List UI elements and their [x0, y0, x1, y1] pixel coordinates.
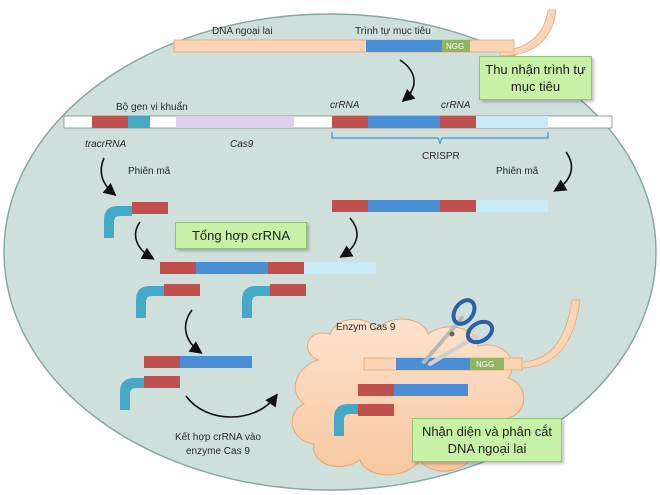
transcription-arrow-right — [553, 151, 573, 192]
ngg-segment — [442, 40, 470, 52]
guide-tracrrna-red — [358, 404, 394, 416]
tracrrna-red-4 — [144, 376, 180, 388]
acquire-arrow — [399, 59, 416, 103]
target-dna-tail — [519, 299, 581, 369]
crispr-repeat-1 — [332, 116, 368, 128]
crrna-label-1: crRNA — [330, 100, 360, 111]
enzyme-cas9-label: Enzym Cas 9 — [336, 322, 396, 333]
guide-tracrrna-hook — [334, 404, 358, 436]
ngg-label-bottom: NGG — [476, 360, 494, 369]
recognize-cleave-line1: Nhận diện và phân cắt — [421, 424, 553, 439]
crispr-spacer-1 — [368, 116, 440, 128]
ngg-label-top: NGG — [446, 42, 464, 51]
mature-arrow — [184, 309, 203, 354]
pre-crrna-repeat-1 — [332, 200, 368, 212]
pre-crrna-spacer-2 — [476, 200, 548, 212]
mature-crrna-repeat — [144, 356, 180, 368]
cas9-gene — [176, 116, 294, 128]
acquire-target-line1: Thu nhận trình tự — [485, 62, 586, 77]
tracrrna-label: tracrRNA — [85, 139, 126, 150]
tracrrna-hook-2 — [136, 286, 164, 318]
tracrrna-hook-3 — [242, 286, 270, 318]
combined-repeat-2 — [268, 262, 304, 274]
cas9-combine-arrow — [185, 393, 278, 418]
crispr-spacer-2 — [476, 116, 548, 128]
combined-repeat-1 — [160, 262, 196, 274]
combine-label-line2: enzyme Cas 9 — [186, 446, 250, 457]
recognize-cleave-line2: DNA ngoại lai — [447, 441, 527, 456]
crispr-repeat-2 — [440, 116, 476, 128]
combine-label-line1: Kết hợp crRNA vào — [175, 431, 261, 443]
acquire-target-box: Thu nhận trình tự mục tiêu — [479, 56, 592, 100]
transcription-label-left: Phiên mã — [128, 166, 171, 177]
combined-spacer-2 — [304, 262, 376, 274]
tracrrna-red-2 — [164, 284, 200, 296]
foreign-dna-label: DNA ngoại lai — [212, 26, 273, 37]
crispr-brace — [331, 132, 549, 145]
tracrrna-gene-teal — [128, 116, 150, 128]
acquire-target-line2: mục tiêu — [510, 79, 561, 94]
combine-arrow-left — [134, 221, 155, 260]
tracrrna-gene-red — [92, 116, 128, 128]
scissors-icon — [422, 298, 495, 366]
guide-spacer — [394, 384, 468, 396]
tracrrna-hook-4 — [120, 378, 144, 410]
bacterial-genome-label: Bộ gen vi khuẩn — [116, 101, 188, 113]
combined-spacer-1 — [196, 262, 268, 274]
cas9-gene-label: Cas9 — [230, 139, 254, 150]
mature-crrna-spacer — [180, 356, 252, 368]
tracrrna-red-1 — [132, 202, 168, 214]
target-sequence-label: Trình tự mục tiêu — [355, 26, 431, 37]
crrna-synthesis-label: Tổng hợp crRNA — [191, 228, 291, 243]
pre-crrna-repeat-2 — [440, 200, 476, 212]
combine-arrow-right — [339, 217, 358, 258]
crrna-synthesis-box: Tổng hợp crRNA — [175, 222, 307, 249]
crispr-label: CRISPR — [422, 151, 460, 162]
tracrrna-hook-1 — [104, 206, 132, 238]
transcription-label-right: Phiên mã — [496, 166, 539, 177]
pre-crrna-spacer-1 — [368, 200, 440, 212]
crrna-label-2: crRNA — [441, 100, 471, 111]
tracrrna-red-3 — [270, 284, 306, 296]
target-sequence-segment — [366, 40, 442, 52]
target-dna-ngg — [470, 358, 504, 370]
recognize-cleave-box: Nhận diện và phân cắt DNA ngoại lai — [412, 418, 562, 462]
transcription-arrow-left — [100, 157, 117, 197]
guide-repeat — [358, 384, 394, 396]
